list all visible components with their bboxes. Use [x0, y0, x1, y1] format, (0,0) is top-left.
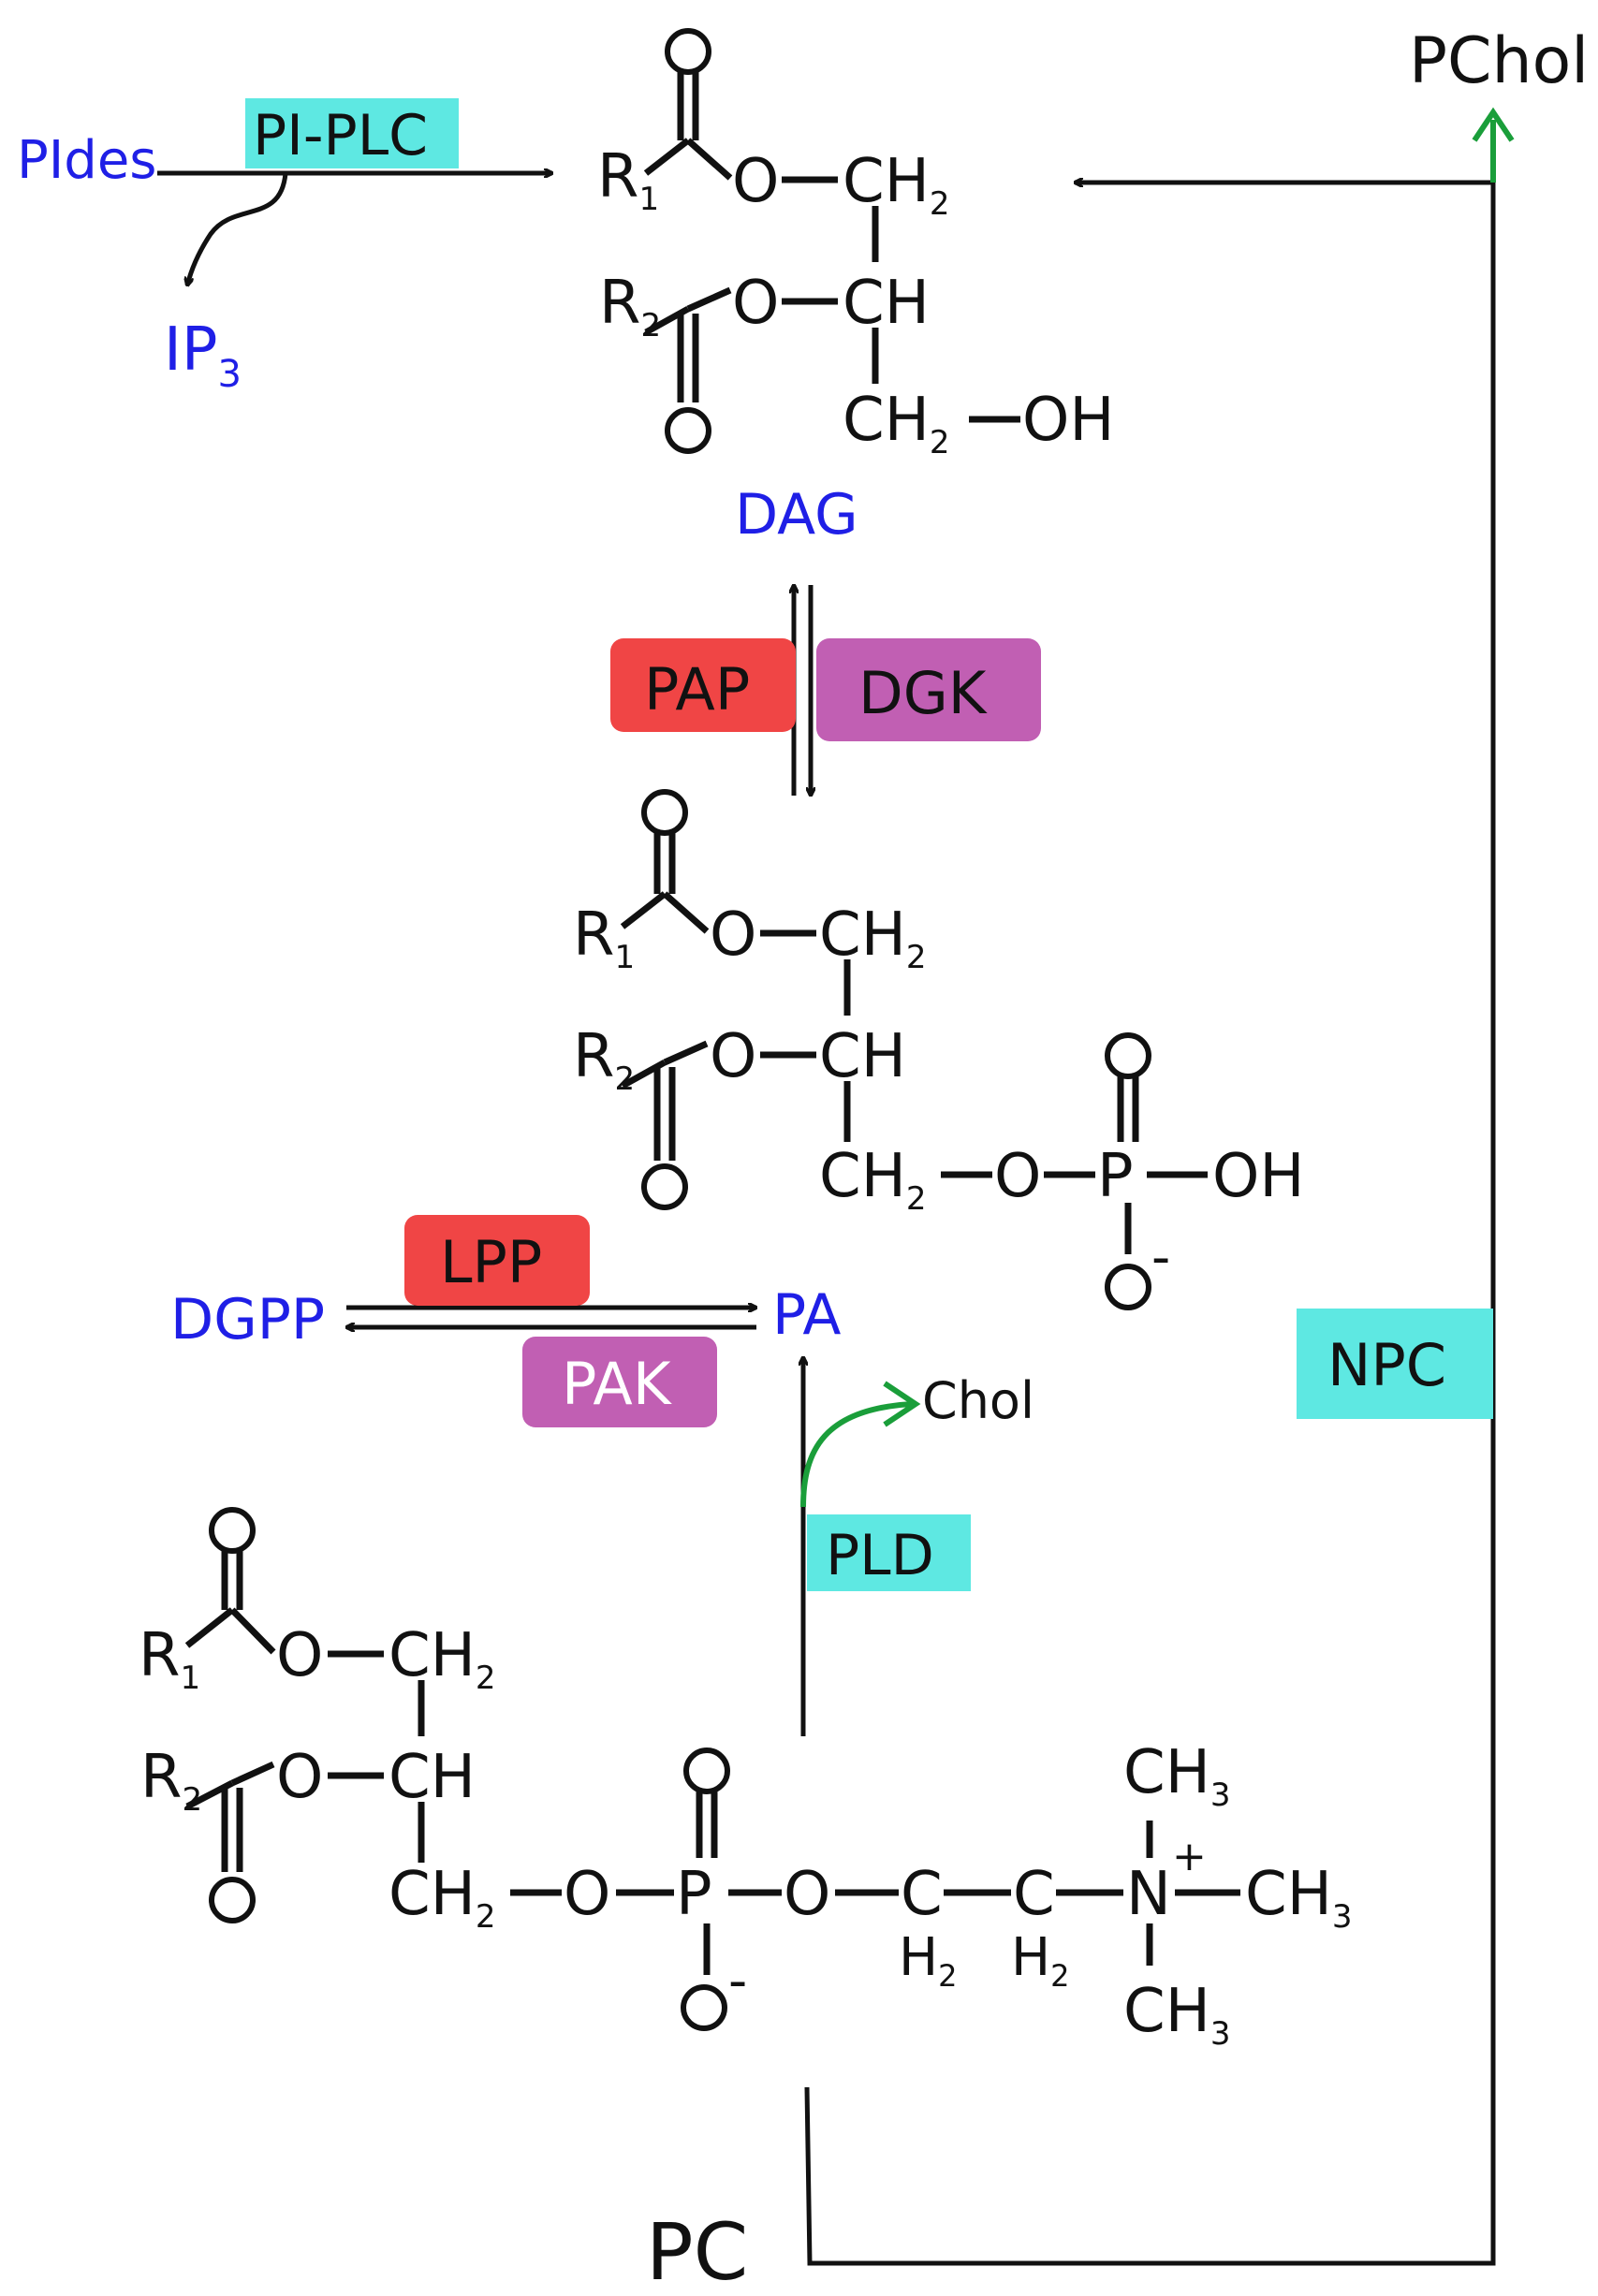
phosphate-oxygen-1: O — [564, 1860, 610, 1929]
dgpp-label: DGPP — [170, 1287, 325, 1353]
ch2-top: CH2 — [389, 1621, 495, 1697]
methyl-top: CH3 — [1123, 1738, 1230, 1814]
r2-label: R2 — [599, 269, 661, 344]
carbonyl-oxygen-ring — [209, 1507, 256, 1554]
negative-charge: - — [1151, 1227, 1170, 1288]
pld-label: PLD — [826, 1523, 934, 1588]
r1-label: R1 — [597, 142, 659, 218]
phosphate-anion-oxygen-ring — [681, 1984, 727, 2031]
dgk-box — [816, 638, 1041, 741]
methylene-hydrogens-1: H2 — [899, 1927, 957, 1994]
chol-release-arrow — [800, 1401, 914, 1508]
pa-structure: R1 O CH2 R2 O CH CH2 O P OH - — [573, 789, 1305, 1310]
pak-box — [522, 1337, 717, 1427]
dgk-label: DGK — [858, 659, 988, 727]
pc-structure: R1 O CH2 R2 O CH CH2 O P - O C H2 C H2 — [139, 1507, 1352, 2053]
phosphoryl-oxygen-ring — [683, 1748, 730, 1794]
phosphate-anion-oxygen-ring — [1105, 1264, 1151, 1310]
pap-label: PAP — [644, 655, 750, 724]
pi-plc-box — [245, 98, 459, 168]
ch-mid: CH — [843, 269, 930, 338]
ip3-release-arrow — [187, 172, 288, 285]
carbonyl-oxygen-ring — [665, 28, 711, 75]
phosphate-hydroxyl: OH — [1212, 1142, 1305, 1211]
ch2-top: CH2 — [819, 900, 926, 976]
carbonyl-oxygen-ring — [641, 1163, 688, 1210]
methylene-hydrogens-2: H2 — [1011, 1927, 1069, 1994]
dag-structure: R1 O CH2 R2 O CH CH2 OH — [597, 28, 1115, 461]
positive-charge: + — [1172, 1833, 1207, 1880]
ester-oxygen-2: O — [276, 1743, 323, 1812]
ch2-top: CH2 — [843, 147, 949, 223]
chol-label: Chol — [922, 1371, 1034, 1430]
methylene-carbon-2: C — [1013, 1860, 1055, 1929]
ch2-bottom: CH2 — [389, 1860, 495, 1936]
methyl-right: CH3 — [1245, 1860, 1352, 1936]
ester-oxygen-1: O — [276, 1621, 323, 1690]
r2-label: R2 — [573, 1022, 635, 1098]
hydroxyl: OH — [1022, 386, 1115, 455]
pc-label: PC — [646, 2206, 748, 2296]
npc-pathway-line — [804, 183, 1496, 2266]
quaternary-nitrogen: N — [1126, 1860, 1171, 1929]
ester-oxygen-2: O — [710, 1022, 756, 1091]
ester-oxygen-1: O — [732, 147, 779, 216]
ch2-bottom: CH2 — [819, 1142, 926, 1218]
ester-oxygen-1: O — [710, 900, 756, 970]
negative-charge: - — [728, 1951, 747, 2011]
pides-label: PIdes — [17, 130, 156, 191]
phosphate-oxygen-2: O — [784, 1860, 830, 1929]
ip3-label: IP3 — [164, 315, 242, 396]
pak-label: PAK — [562, 1350, 672, 1418]
phosphorus: P — [676, 1860, 712, 1929]
phosphoryl-oxygen-ring — [1105, 1032, 1151, 1079]
ch-mid: CH — [389, 1743, 476, 1812]
pchol-label: PChol — [1409, 24, 1589, 98]
carbonyl-oxygen-ring — [641, 789, 688, 836]
pa-label: PA — [772, 1282, 841, 1348]
carbonyl-oxygen-ring — [209, 1877, 256, 1923]
methylene-carbon-1: C — [901, 1860, 943, 1929]
ch2-bottom: CH2 — [843, 386, 949, 461]
phosphorus: P — [1097, 1142, 1134, 1211]
npc-box — [1297, 1309, 1493, 1419]
methyl-bottom: CH3 — [1123, 1977, 1230, 2053]
carbonyl-oxygen-ring — [665, 407, 711, 454]
ester-oxygen-2: O — [732, 269, 779, 338]
pld-box — [807, 1514, 971, 1591]
r1-label: R1 — [573, 900, 635, 976]
ch-mid: CH — [819, 1022, 906, 1091]
dag-label: DAG — [735, 482, 858, 548]
r2-label: R2 — [140, 1743, 202, 1819]
lpp-box — [404, 1215, 590, 1306]
lpp-label: LPP — [440, 1228, 542, 1296]
pi-plc-label: PI-PLC — [253, 103, 428, 168]
r1-label: R1 — [139, 1621, 200, 1697]
pap-box — [610, 638, 796, 732]
npc-label: NPC — [1327, 1331, 1446, 1399]
phosphate-oxygen: O — [994, 1142, 1041, 1211]
